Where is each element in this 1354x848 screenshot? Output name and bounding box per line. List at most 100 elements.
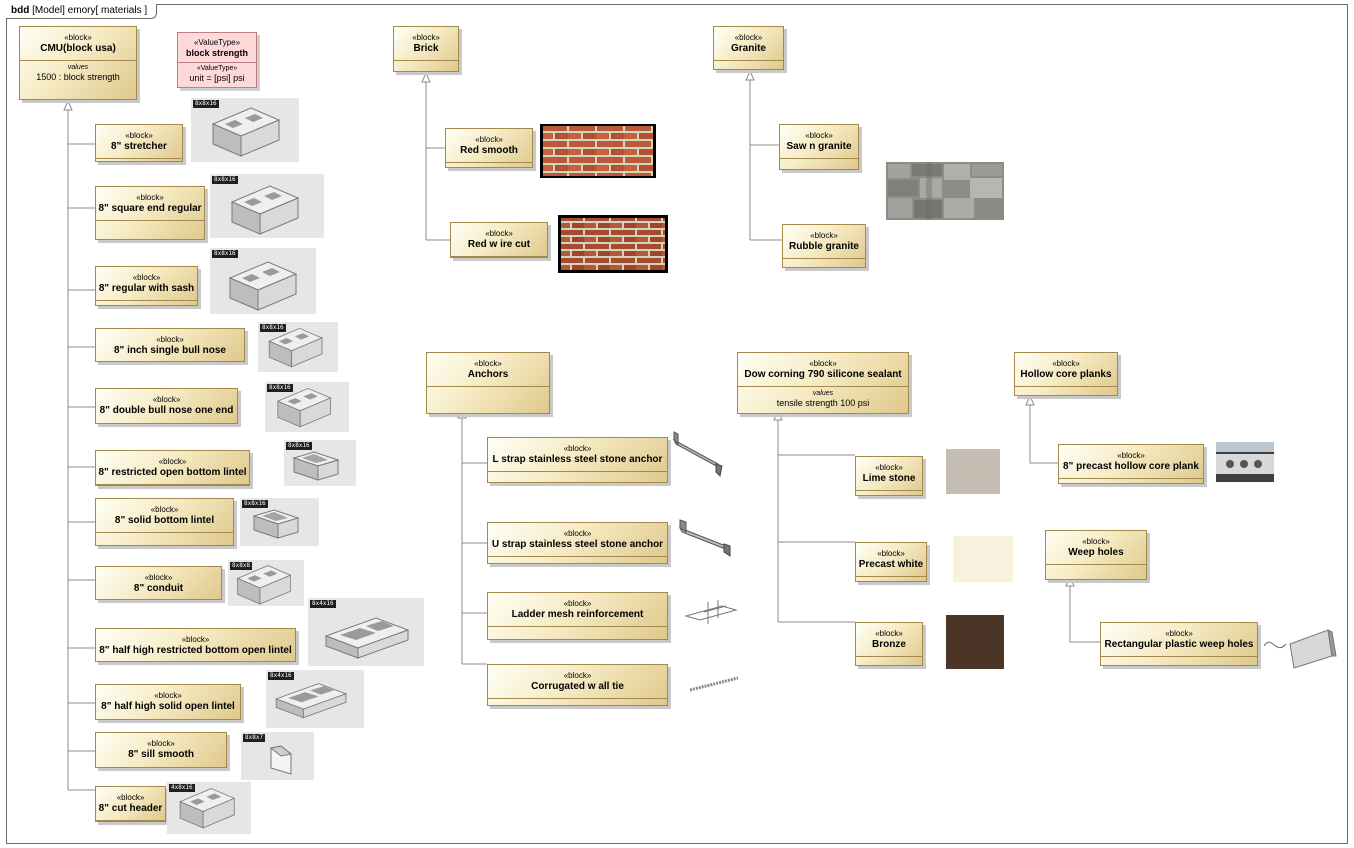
block-red-wire-cut[interactable]: «block» Red w ire cut [450, 222, 548, 258]
block-8-stretcher[interactable]: «block» 8" stretcher [95, 124, 183, 162]
compartment-divider [488, 556, 667, 557]
block-8-solid-bottom-lintel[interactable]: «block» 8" solid bottom lintel [95, 498, 234, 546]
value-type-unit: unit = [psi] psi [189, 73, 245, 83]
size-label: 8x8x16 [286, 442, 312, 450]
block-brick[interactable]: «block» Brick [393, 26, 459, 72]
value-type-name: block strength [185, 48, 248, 58]
block-8-square-end-regular[interactable]: «block» 8" square end regular [95, 186, 205, 240]
block-corrugated-wall-tie[interactable]: «block» Corrugated w all tie [487, 664, 668, 706]
block-stereotype: «block» [563, 599, 592, 608]
block-rubble-granite[interactable]: «block» Rubble granite [782, 224, 866, 268]
block-stereotype: «block» [485, 229, 513, 238]
compartment-divider [96, 300, 197, 301]
cmu-conduit-image: 8x8x8 [228, 560, 304, 606]
block-stereotype: «block» [156, 335, 184, 344]
cmu-half-high-restricted-image: 8x4x16 [308, 598, 424, 666]
block-stereotype: «block» [154, 691, 182, 700]
size-label: 8x8x16 [212, 250, 238, 258]
compartment-divider [394, 60, 458, 61]
block-name: Corrugated w all tie [531, 681, 624, 692]
block-name: Granite [730, 43, 766, 54]
size-label: 8x8x16 [212, 176, 238, 184]
cmu-half-high-solid-image: 8x4x16 [266, 670, 364, 728]
block-stereotype: «block» [1165, 629, 1193, 638]
block-lime-stone[interactable]: «block» Lime stone [855, 456, 923, 496]
block-stereotype: «block» [125, 131, 153, 140]
block-dow-corning-sealant[interactable]: «block» Dow corning 790 silicone sealant… [737, 352, 909, 414]
block-8-conduit[interactable]: «block» 8" conduit [95, 566, 222, 600]
block-8-double-bull-nose-one-end[interactable]: «block» 8" double bull nose one end [95, 388, 238, 424]
block-red-smooth[interactable]: «block» Red smooth [445, 128, 533, 168]
block-precast-hollow-core-plank[interactable]: «block» 8" precast hollow core plank [1058, 444, 1204, 484]
size-label: 8x8x16 [267, 384, 293, 392]
compartment-divider [856, 576, 926, 577]
cmu-restricted-lintel-image: 8x8x16 [284, 440, 356, 486]
block-stereotype: «block» [136, 193, 164, 202]
compartment-divider [427, 386, 549, 387]
size-label: 8x4x16 [268, 672, 294, 680]
block-bronze[interactable]: «block» Bronze [855, 622, 923, 666]
block-weep-holes[interactable]: «block» Weep holes [1045, 530, 1147, 580]
block-name: L strap stainless steel stone anchor [492, 454, 663, 465]
cmu-sash-image: 8x8x16 [210, 248, 316, 314]
value-property: 1500 : block strength [36, 72, 120, 82]
compartment-divider [1059, 478, 1203, 479]
compartment-divider [1101, 656, 1257, 657]
block-name: 8" sill smooth [128, 749, 194, 760]
block-name: Rubble granite [788, 241, 859, 252]
block-stereotype: «block» [1082, 537, 1110, 546]
block-8-cut-header[interactable]: «block» 8" cut header [95, 786, 166, 822]
frame-title: [Model] emory[ materials ] [32, 5, 148, 16]
size-label: 8x8x7 [243, 734, 266, 742]
block-8-inch-single-bull-nose[interactable]: «block» 8" inch single bull nose [95, 328, 245, 362]
block-precast-white[interactable]: «block» Precast white [855, 542, 927, 582]
l-strap-image [670, 428, 724, 478]
block-8-regular-with-sash[interactable]: «block» 8" regular with sash [95, 266, 198, 306]
block-rectangular-plastic-weep-holes[interactable]: «block» Rectangular plastic weep holes [1100, 622, 1258, 666]
block-name: 8" inch single bull nose [114, 345, 226, 356]
block-name: Saw n granite [786, 141, 852, 152]
block-8-sill-smooth[interactable]: «block» 8" sill smooth [95, 732, 227, 768]
block-8-half-high-restricted-bottom-open-lintel[interactable]: «block» 8" half high restricted bottom o… [95, 628, 296, 662]
compartment-divider [1046, 564, 1146, 565]
block-ladder-mesh[interactable]: «block» Ladder mesh reinforcement [487, 592, 668, 640]
block-u-strap-anchor[interactable]: «block» U strap stainless steel stone an… [487, 522, 668, 564]
block-8-half-high-solid-open-lintel[interactable]: «block» 8" half high solid open lintel [95, 684, 241, 720]
block-cmu[interactable]: «block» CMU(block usa) values 1500 : blo… [19, 26, 137, 100]
block-granite[interactable]: «block» Granite [713, 26, 784, 70]
compartment-label: «ValueType» [196, 65, 238, 72]
block-name: Bronze [872, 639, 906, 650]
cmu-bull-nose-image: 8x8x16 [258, 322, 338, 372]
block-stereotype: «block» [144, 573, 173, 582]
block-stereotype: «block» [563, 444, 592, 453]
block-name: Weep holes [1068, 547, 1124, 558]
block-stereotype: «block» [474, 359, 502, 368]
compartment-divider [451, 256, 547, 257]
block-stereotype: «block» [181, 635, 210, 644]
block-name: Red w ire cut [467, 239, 531, 250]
block-name: Red smooth [460, 145, 518, 156]
block-8-restricted-open-bottom-lintel[interactable]: «block» 8" restricted open bottom lintel [95, 450, 250, 486]
block-name: 8" cut header [98, 803, 163, 814]
block-name: Brick [413, 43, 439, 54]
block-anchors[interactable]: «block» Anchors [426, 352, 550, 414]
precast-white-swatch [953, 536, 1013, 582]
value-type-block-strength[interactable]: «ValueType» block strength «ValueType» u… [177, 32, 257, 88]
bronze-swatch [946, 615, 1004, 669]
block-sawn-granite[interactable]: «block» Saw n granite [779, 124, 859, 170]
block-name: 8" half high solid open lintel [101, 701, 235, 712]
block-name: 8" stretcher [111, 141, 167, 152]
size-label: 8x8x16 [260, 324, 286, 332]
size-label: 4x8x16 [169, 784, 195, 792]
weep-hole-image [1262, 626, 1338, 672]
block-l-strap-anchor[interactable]: «block» L strap stainless steel stone an… [487, 437, 668, 483]
block-hollow-core-planks[interactable]: «block» Hollow core planks [1014, 352, 1118, 396]
block-stereotype: «block» [132, 273, 161, 282]
compartment-divider [96, 820, 165, 821]
size-label: 8x4x16 [310, 600, 336, 608]
granite-image [886, 162, 1004, 220]
block-stereotype: «block» [563, 671, 592, 680]
cmu-cut-header-image: 4x8x16 [167, 782, 251, 834]
compartment-divider [738, 386, 908, 387]
